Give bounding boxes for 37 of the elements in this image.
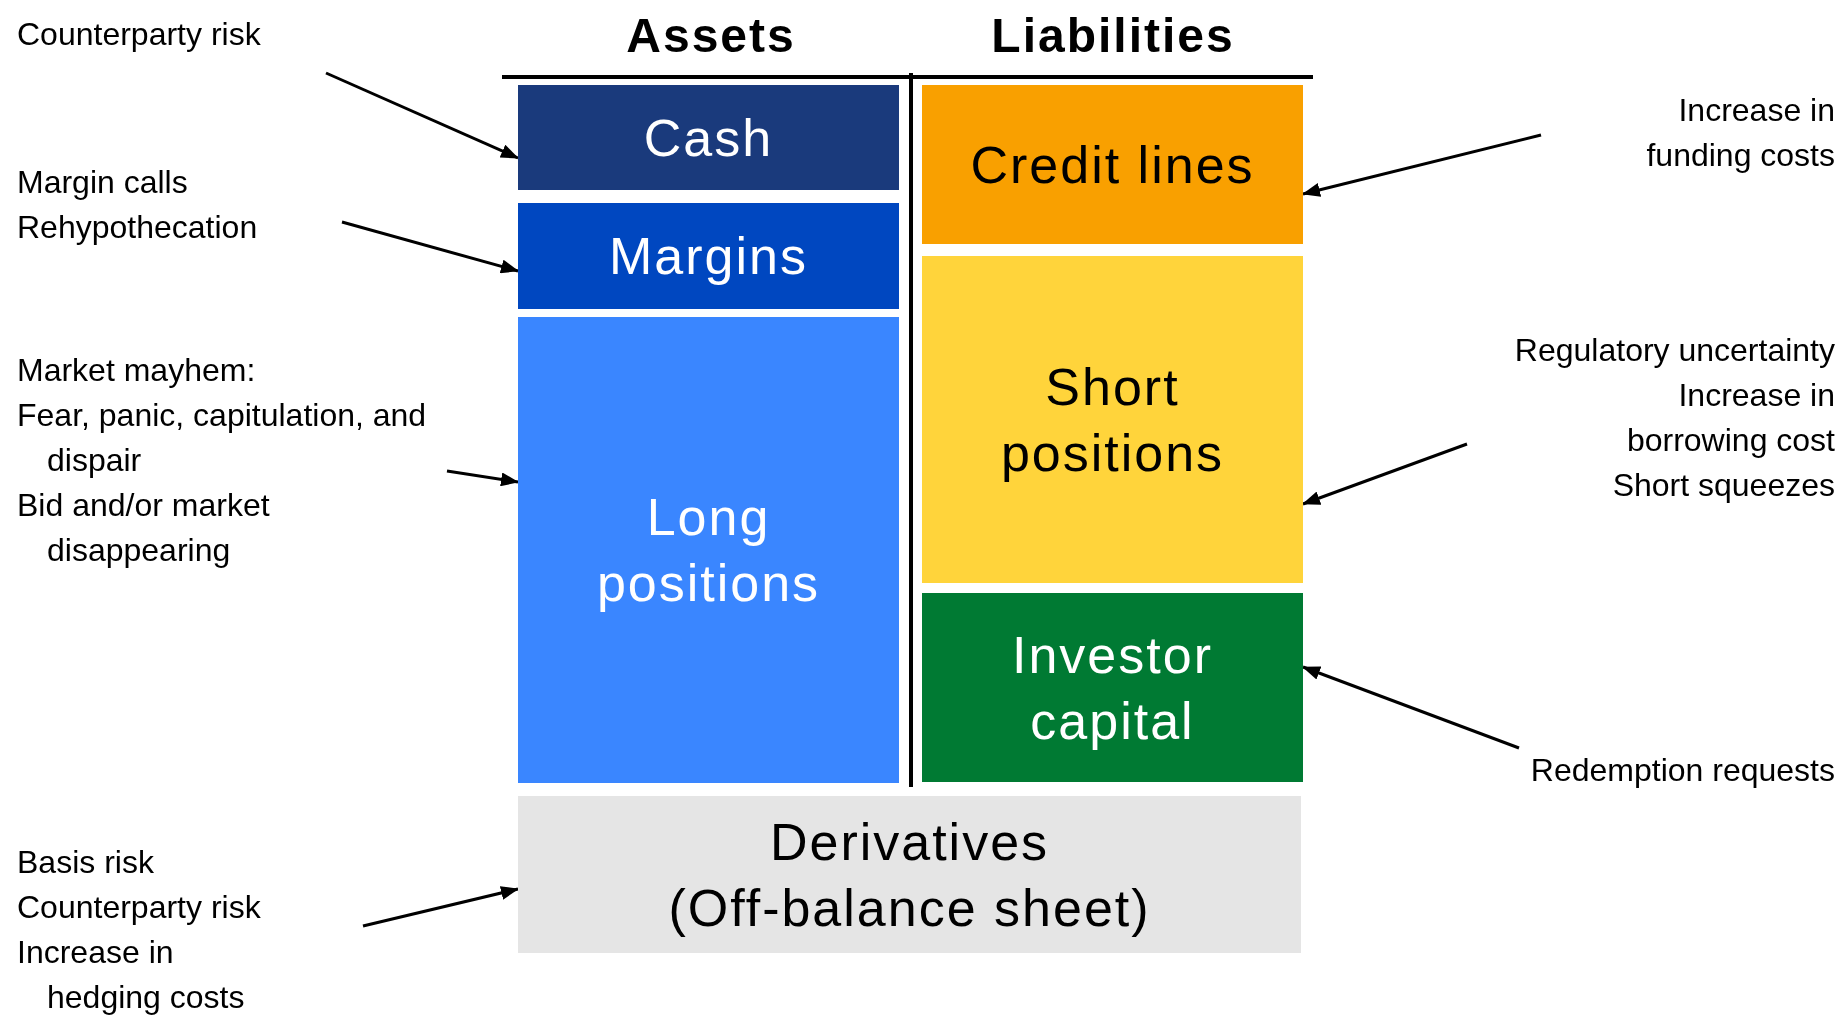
risk-note: Increase in funding costs: [1645, 91, 1835, 175]
risk-note: Basis risk: [17, 843, 155, 882]
block-label: Investor capital: [1011, 624, 1214, 752]
block-label: Derivatives (Off-balance sheet): [667, 811, 1152, 939]
block-label: Credit lines: [970, 134, 1255, 196]
risk-note: Market mayhem:: [17, 351, 257, 390]
balance-sheet-block: [518, 203, 899, 309]
arrow: [1302, 133, 1542, 197]
arrow: [1302, 665, 1520, 750]
block-label: Cash: [643, 107, 774, 169]
balance-sheet-block: [922, 85, 1303, 244]
risk-note: Counterparty risk: [17, 888, 262, 927]
risk-note: Short squeezes: [1611, 466, 1835, 505]
risk-note: Bid and/or market disappearing: [17, 486, 271, 570]
risk-note: Increase in hedging costs: [17, 933, 246, 1015]
balance-sheet-block: [922, 593, 1303, 782]
arrow: [446, 469, 519, 487]
arrow: [1302, 442, 1468, 506]
balance-sheet-block: [518, 317, 899, 783]
risk-note: Rehypothecation: [17, 208, 259, 247]
risk-note: Fear, panic, capitulation, and dispair: [17, 396, 428, 480]
block-label: Margins: [609, 226, 808, 287]
risk-note: Redemption requests: [1529, 751, 1835, 790]
risk-note: Margin calls: [17, 163, 189, 202]
risk-note: Regulatory uncertainty: [1513, 331, 1835, 370]
arrow: [341, 220, 519, 274]
risk-note: Increase in borrowing cost: [1625, 376, 1835, 460]
balance-sheet-block: [518, 85, 899, 190]
balance-sheet-block: [922, 256, 1303, 583]
arrow: [362, 886, 519, 928]
risk-note: Counterparty risk: [17, 15, 262, 54]
column-heading: Liabilities: [991, 8, 1235, 63]
column-heading: Assets: [626, 8, 796, 63]
arrow: [325, 71, 519, 160]
block-label: Long positions: [595, 487, 822, 614]
balance-sheet-block: [518, 796, 1301, 953]
block-label: Short positions: [999, 356, 1226, 484]
